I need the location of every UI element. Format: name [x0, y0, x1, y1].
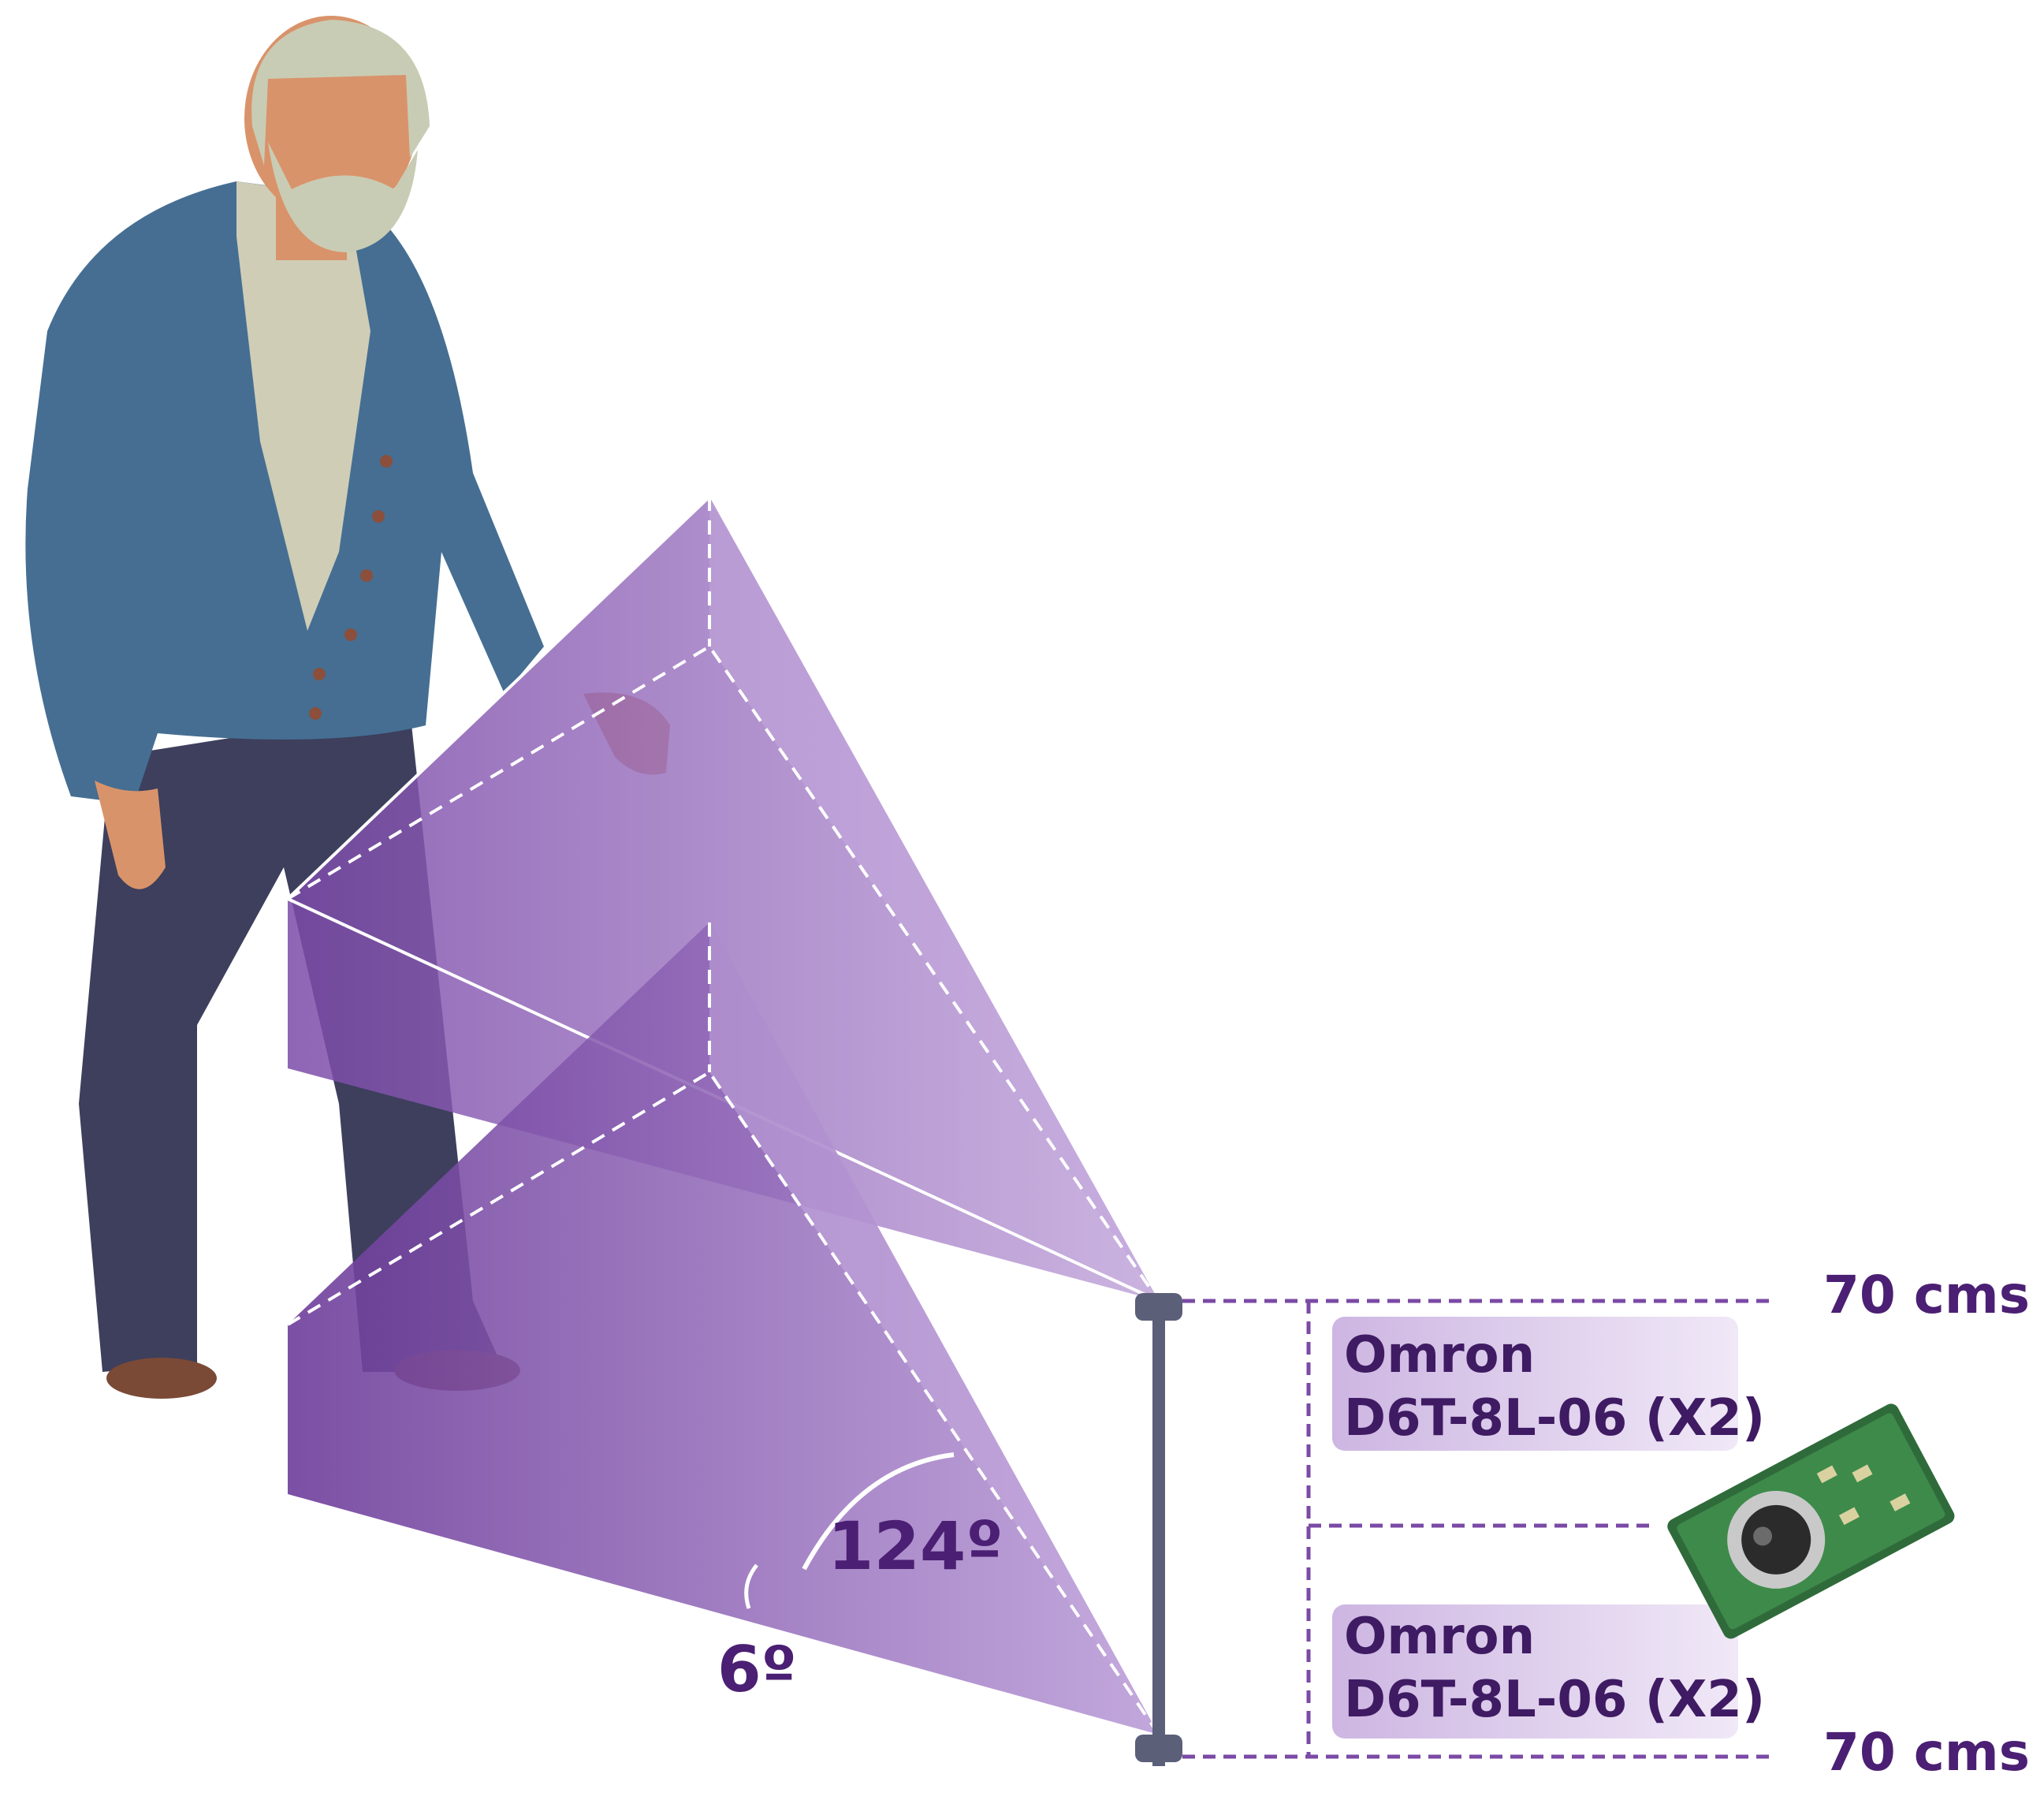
horizontal-angle-arc — [802, 1452, 955, 1571]
sensor-1-name: Omron — [1344, 1326, 1535, 1385]
sensor-2-name: Omron — [1344, 1608, 1535, 1666]
vertical-angle-arrow — [744, 1563, 758, 1609]
lower-sensor-cone — [286, 922, 1160, 1736]
shirt — [236, 181, 370, 631]
sensor-pole — [1135, 1293, 1182, 1766]
left-hand — [95, 781, 166, 889]
cardigan-buttons — [309, 455, 393, 720]
sensor-chip-image — [1667, 1403, 1955, 1639]
horizontal-angle-label: 124º — [828, 1508, 1003, 1585]
top-height-label: 70 cms — [1823, 1265, 2030, 1325]
upper-sensor-mount — [1135, 1293, 1182, 1321]
beard — [268, 142, 418, 252]
sensor-label-1: Omron D6T-8L-06 (X2) — [1332, 1317, 1765, 1451]
vertical-angle-label: 6º — [717, 1633, 797, 1706]
bottom-height-label: 70 cms — [1823, 1722, 2030, 1783]
sensor-2-model: D6T-8L-06 (X2) — [1344, 1671, 1765, 1729]
sensor-1-model: D6T-8L-06 (X2) — [1344, 1389, 1765, 1448]
upper-sensor-cone — [285, 495, 1160, 1303]
lower-sensor-mount — [1135, 1735, 1182, 1762]
sensor-label-2: Omron D6T-8L-06 (X2) — [1332, 1604, 1765, 1739]
hair — [251, 20, 430, 166]
height-guides — [1182, 1299, 1774, 1759]
left-shoe — [106, 1358, 217, 1399]
